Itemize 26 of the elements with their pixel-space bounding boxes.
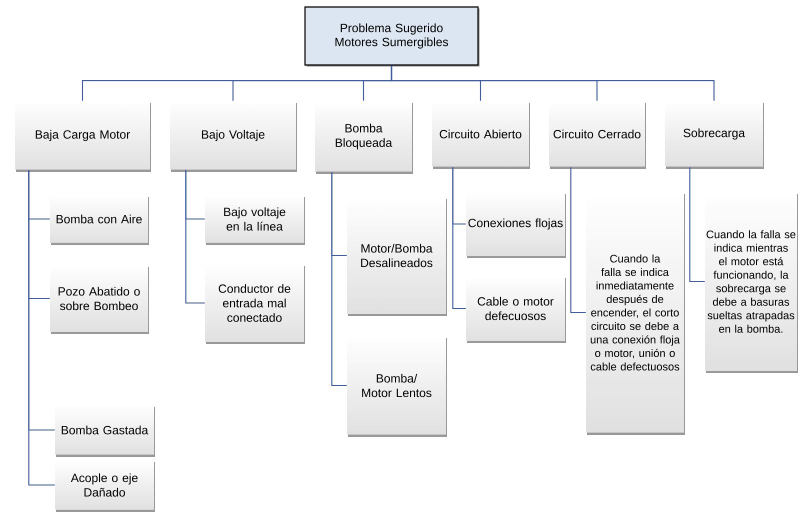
connector-line [28, 170, 55, 486]
category-box: Circuito Cerrado [549, 101, 646, 169]
cause-box: Cuando la falla se indica inmediatamente después de encender, el corto circuito se debe a una conexión floja o motor, unión o cable defectuosos [586, 192, 685, 435]
cause-box: Conductor de entrada mal conectado [205, 264, 305, 344]
category-box: Circuito Abierto [432, 101, 530, 169]
cause-box: Pozo Abatido o sobre Bombeo [50, 265, 149, 334]
cause-box: Motor/Bomba Desalineados [347, 197, 447, 316]
cause-box: Cuando la falla se indica mientras el motor está funcionando, la sobrecarga se debe a basuras sueltas atrapadas en la bomba. [705, 192, 798, 373]
cause-box: Bomba/ Motor Lentos [347, 336, 447, 437]
connector-line [185, 170, 205, 304]
title-box: Problema Sugerido Motores Sumergibles [304, 6, 480, 66]
category-box: Bomba Bloqueada [315, 101, 413, 174]
cause-box: Bajo voltaje en la línea [205, 195, 305, 245]
cause-box: Acople o eje Dañado [55, 460, 155, 512]
connector-line [452, 167, 466, 310]
category-box: Baja Carga Motor [15, 101, 151, 172]
category-box: Bajo Voltaje [170, 101, 297, 172]
connector-line [689, 167, 705, 282]
cause-box: Bomba con Aire [50, 195, 149, 245]
connector-line [570, 167, 586, 314]
category-box: Sobrecarga [665, 101, 764, 169]
connector-line [390, 66, 715, 101]
cause-box: Conexiones flojas [466, 192, 566, 258]
connector-line [331, 172, 347, 386]
cause-box: Bomba Gastada [55, 405, 155, 457]
cause-box: Cable o motor defecuosos [466, 276, 566, 343]
